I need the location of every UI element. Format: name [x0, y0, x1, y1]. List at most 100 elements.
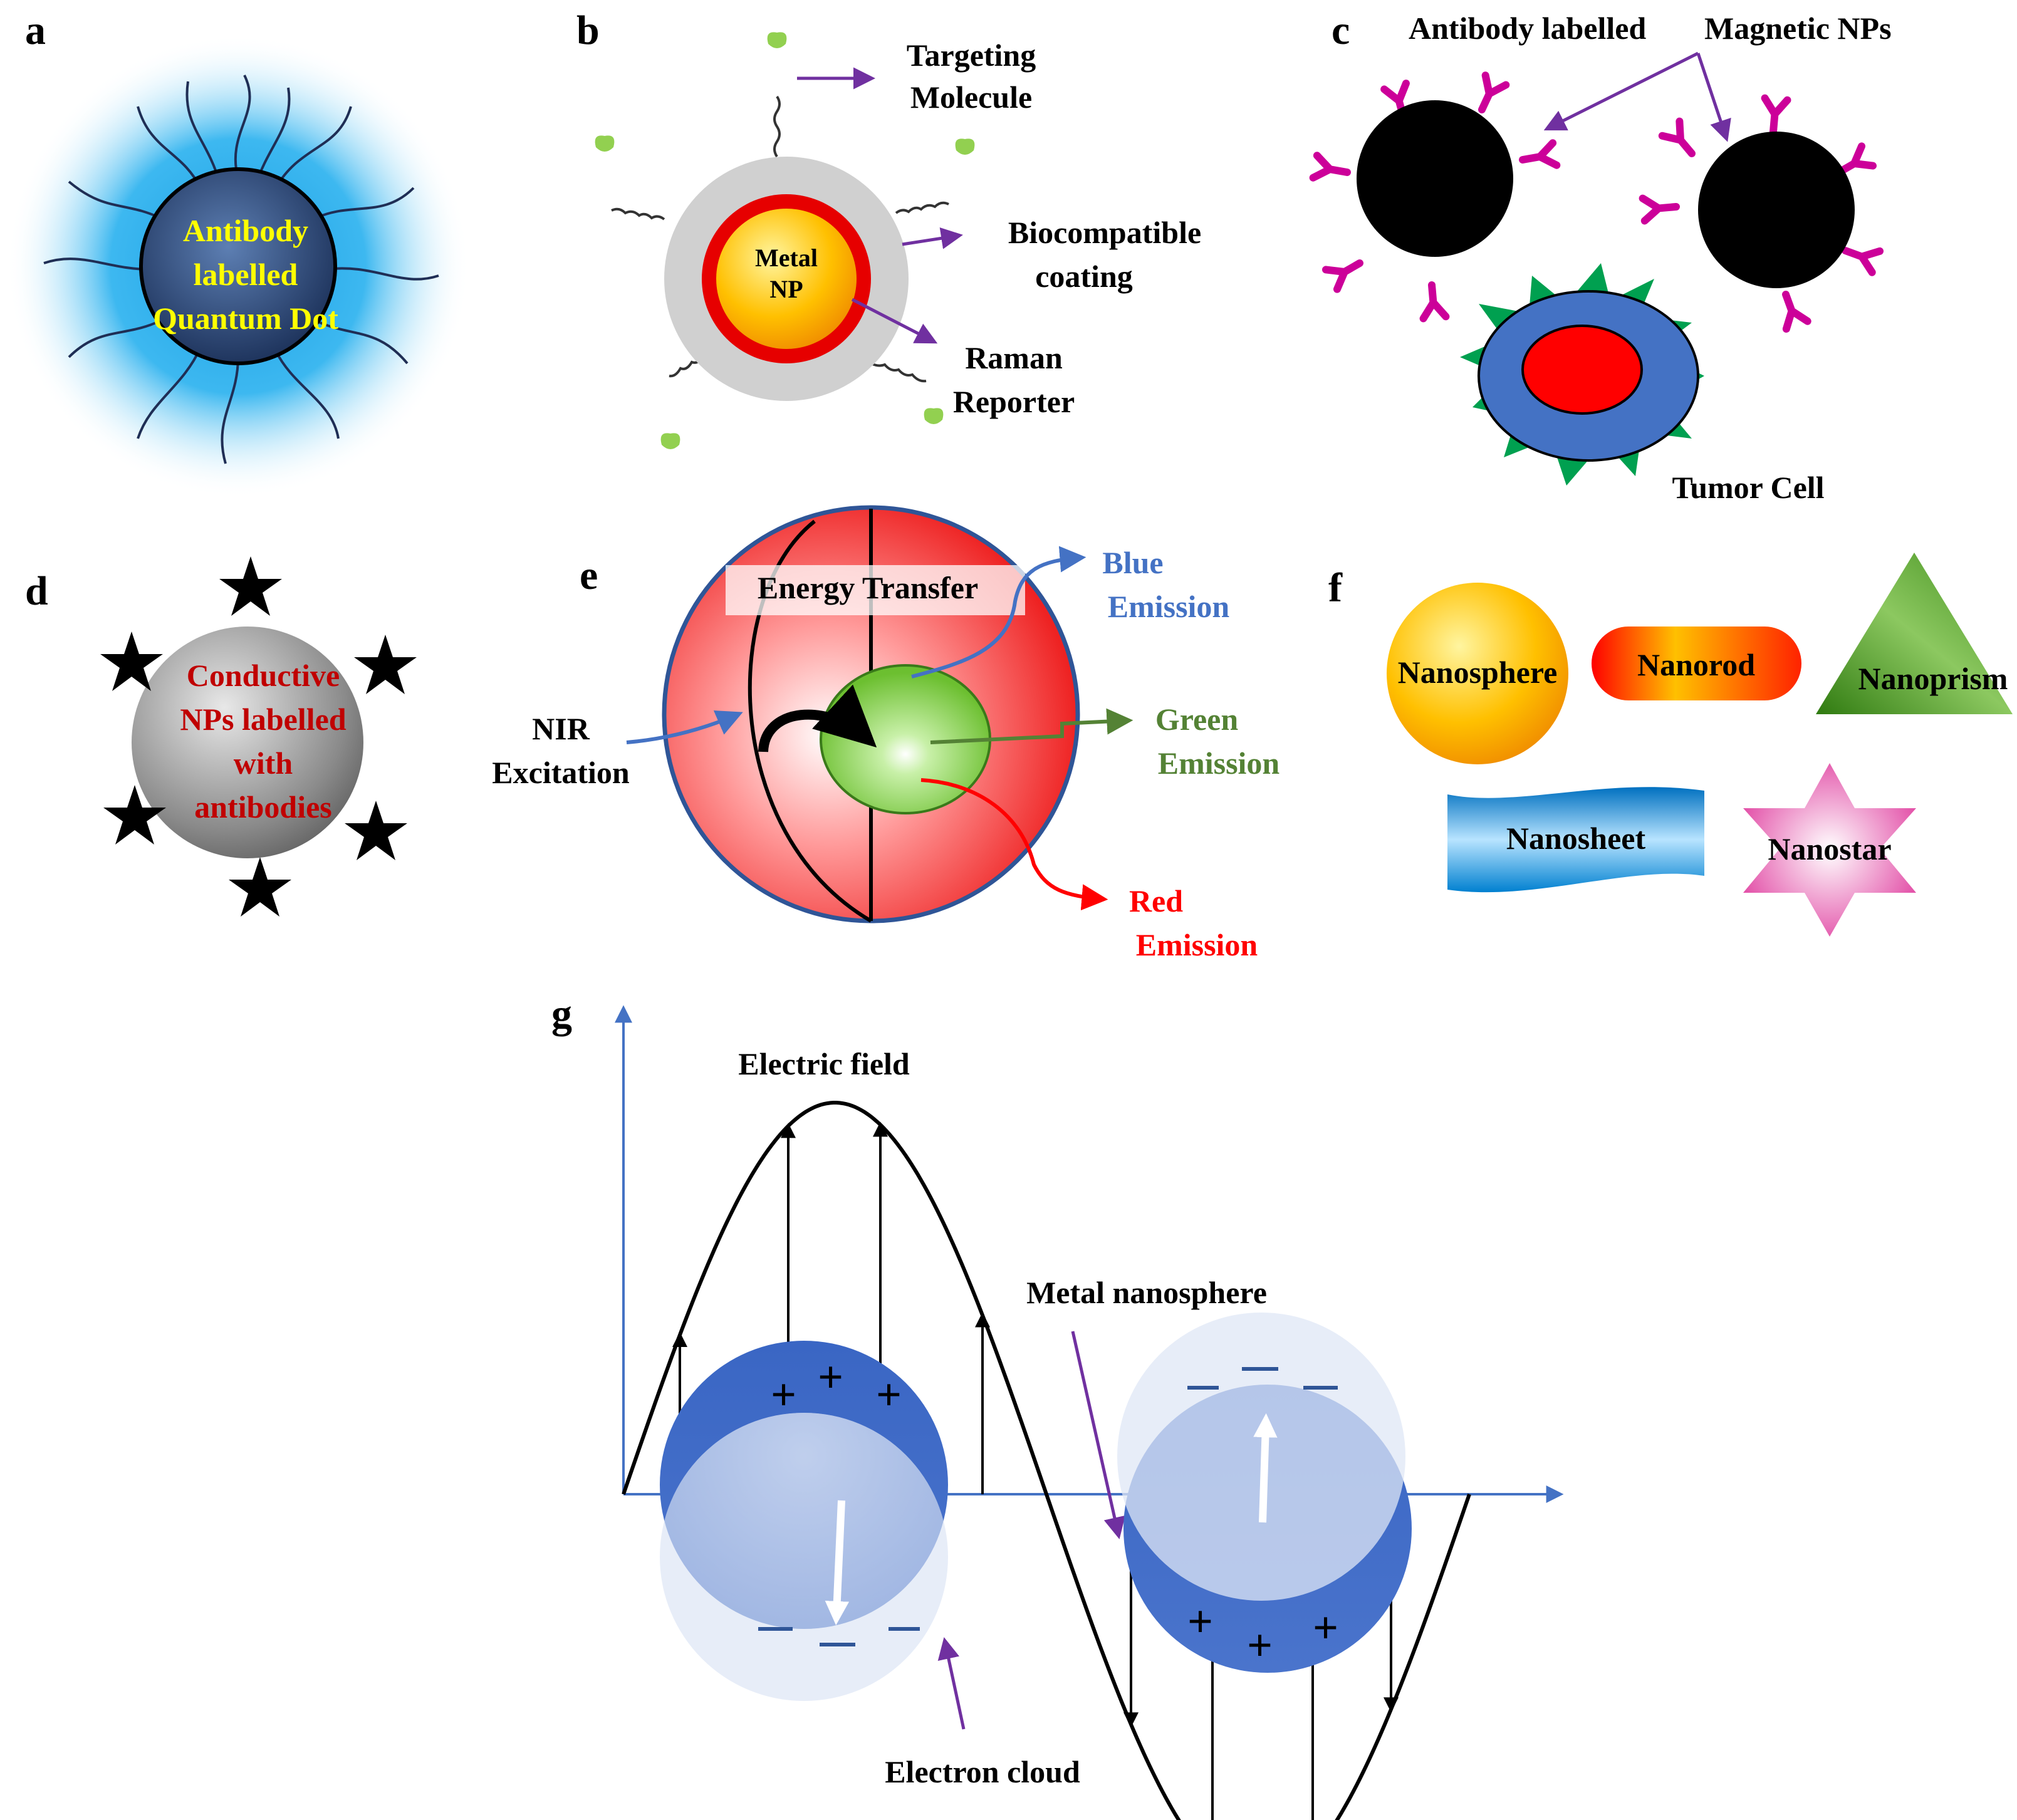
blue-emission-label-1: Blue [1102, 545, 1163, 580]
energy-transfer-arrow [758, 684, 877, 752]
star-icon [229, 857, 291, 917]
panel-label-c: c [1332, 8, 1350, 53]
reporter-arrow [851, 298, 938, 344]
metal-nanosphere-label: Metal nanosphere [1026, 1275, 1267, 1310]
panel-g: g Electric field Metal nanosphere + + + … [551, 991, 1564, 1820]
panel-label-e: e [580, 553, 598, 598]
nanosheet-label: Nanosheet [1506, 821, 1646, 856]
plus-sign: + [1187, 1596, 1213, 1646]
nanosphere-arrow [1071, 1331, 1125, 1539]
nir-arrow [626, 710, 743, 744]
panel-label-f: f [1328, 565, 1343, 611]
green-emission-label-2: Emission [1158, 746, 1280, 781]
blue-emission-arrow [911, 546, 1087, 679]
plus-sign: + [771, 1370, 796, 1420]
tumor-cell-nucleus [1521, 325, 1643, 415]
antibody-icon [1326, 253, 1365, 289]
quantum-dot-text-2: labelled [194, 257, 298, 292]
targeting-ligand-icon [660, 433, 680, 449]
nanostar-shape [1743, 763, 1916, 937]
conductive-text-3: with [234, 746, 293, 781]
panel-label-b: b [576, 8, 600, 53]
magnetic-nps-title: Magnetic NPs [1704, 11, 1892, 46]
star-icon [354, 635, 417, 694]
metal-np-core [716, 209, 857, 349]
antibody-icon [1842, 240, 1880, 273]
plus-sign: + [876, 1370, 902, 1420]
magnetic-np-left [1357, 100, 1513, 257]
panel-f: f Nanosphere Nanorod Nanoprism Nanosheet… [1328, 553, 2013, 937]
reporter-label-1: Raman [965, 340, 1063, 375]
nanosphere-right: + + + [1117, 1313, 1412, 1673]
metal-np-text-2: NP [769, 275, 803, 303]
sphere-meridian [748, 519, 872, 923]
antibody-icon [1521, 143, 1556, 170]
blue-emission-label-2: Emission [1108, 589, 1230, 624]
coating-label-1: Biocompatible [1008, 215, 1201, 250]
antibody-arrow-left [1543, 51, 1699, 131]
panel-b: b Metal NP Targeting Molecule Biocompati… [576, 8, 1201, 449]
nanosphere-shape [1387, 583, 1568, 764]
antibody-tendrils [43, 75, 439, 464]
nir-label-2: Excitation [492, 755, 630, 790]
reporter-label-2: Reporter [953, 384, 1075, 419]
targeting-label-2: Molecule [910, 80, 1032, 115]
nir-label-1: NIR [532, 711, 590, 746]
green-emission-label-1: Green [1155, 702, 1239, 737]
panel-e: e Energy Transfer NIR Excitation Blue Em… [492, 505, 1280, 962]
quantum-dot-core [139, 167, 337, 365]
antibody-icon [1313, 155, 1349, 183]
red-emission-label-1: Red [1129, 883, 1183, 918]
electron-cloud-label: Electron cloud [885, 1754, 1080, 1789]
nanorod-shape [1592, 627, 1801, 700]
red-emission-label-2: Emission [1136, 927, 1258, 962]
conductive-np [132, 627, 363, 858]
electron-cloud-arrow [937, 1637, 966, 1730]
nanostar-label: Nanostar [1768, 831, 1891, 866]
antibody-icon [1643, 195, 1677, 221]
nanoprism-shape [1816, 553, 2013, 714]
nanosheet-shape [1447, 787, 1704, 893]
targeting-ligand-icon [595, 135, 615, 152]
displacement-arrow-down [825, 1500, 850, 1626]
plus-sign: + [1247, 1620, 1273, 1670]
targeting-label-1: Targeting [907, 38, 1036, 73]
antibody-icon [1420, 284, 1446, 318]
panel-a: a Antibody labelled Quantum Dot [6, 8, 470, 498]
coating-arrow [902, 227, 963, 249]
targeting-ligand-icon [955, 138, 975, 155]
quantum-dot-text-1: Antibody [183, 213, 308, 248]
targeting-ligand-icon [924, 408, 944, 424]
displacement-arrow-up [1253, 1413, 1278, 1523]
tumor-cell-label: Tumor Cell [1672, 470, 1824, 505]
star-icon [219, 556, 282, 616]
star-icon [345, 801, 407, 860]
nanosphere-left: + + + [660, 1341, 948, 1701]
nanorod-label: Nanorod [1637, 647, 1755, 682]
panel-label-a: a [25, 8, 46, 53]
panel-label-g: g [551, 991, 572, 1037]
antibody-labelled-title: Antibody labelled [1409, 11, 1646, 46]
electric-field-wave [622, 1101, 1471, 1820]
antibody-icon [1775, 291, 1808, 329]
conductive-text-2: NPs labelled [180, 702, 346, 737]
antibody-icon [1472, 75, 1506, 114]
green-emission-arrow [930, 708, 1134, 744]
conductive-text-1: Conductive [187, 658, 340, 693]
energy-transfer-label: Energy Transfer [758, 570, 978, 605]
antibody-icon [1762, 98, 1787, 133]
red-emission-arrow [920, 778, 1108, 911]
magnetic-np-right [1698, 132, 1855, 288]
quantum-dot-text-3: Quantum Dot [153, 301, 338, 336]
nanosphere-label: Nanosphere [1398, 655, 1558, 690]
antibody-icon [1662, 122, 1701, 161]
antibody-arrow-right [1696, 53, 1731, 142]
plus-sign: + [1313, 1603, 1338, 1653]
panel-d: d Conductive NPs labelled with antibodie… [25, 556, 417, 917]
conductive-text-4: antibodies [194, 789, 332, 824]
plus-sign: + [818, 1352, 843, 1402]
metal-np-text-1: Metal [755, 244, 818, 272]
panel-c: c Antibody labelled Magnetic NPs Tumor C… [1313, 8, 1892, 505]
coating-label-2: coating [1035, 259, 1133, 294]
